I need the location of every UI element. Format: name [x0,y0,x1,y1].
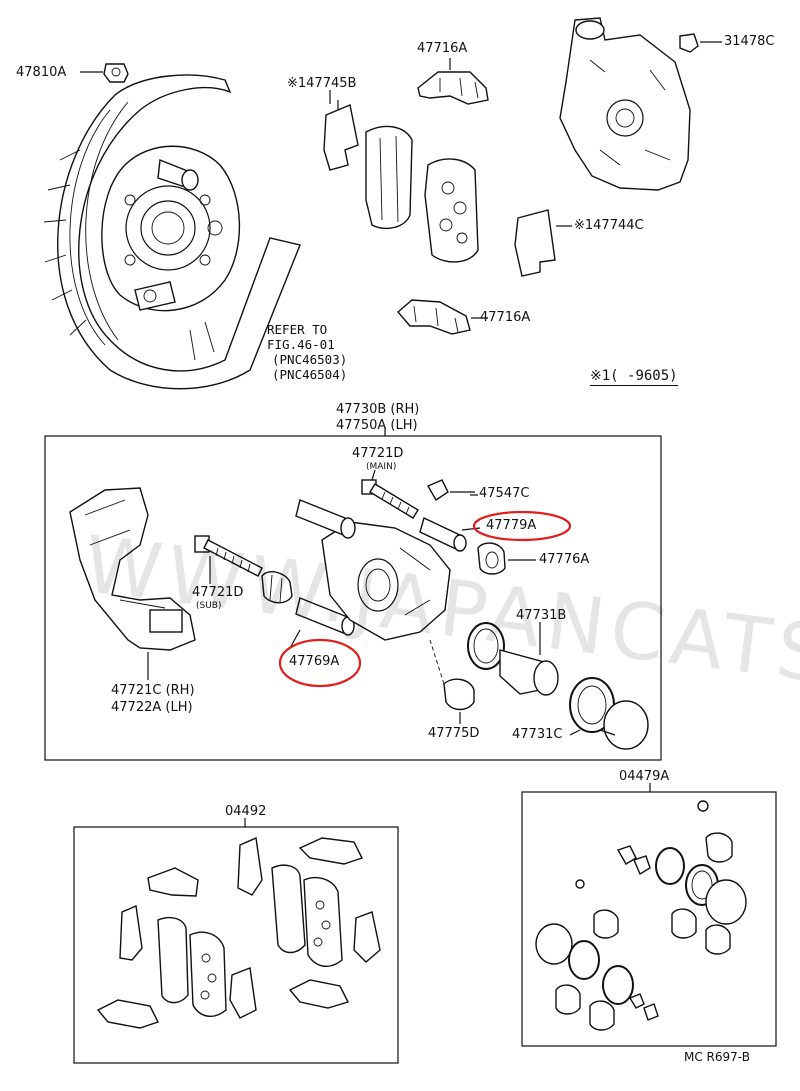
caliper-housing [559,17,691,191]
backing-plate [101,145,241,312]
dust-cover-plate [43,74,301,390]
seal-kit-parts [535,800,747,1031]
slide-pin-47769A [295,597,355,636]
label-04492[interactable]: 04492 [225,804,267,819]
label-47716A-mid[interactable]: 47716A [480,310,531,325]
label-31478C[interactable]: 31478C [724,34,775,49]
label-sub-note: (SUB) [196,601,222,611]
cylinder-boot-47731C [569,677,649,750]
label-147745B[interactable]: ※147745B [287,76,357,91]
refer-line-1: REFER TO [267,322,328,337]
label-47810A[interactable]: 47810A [16,65,67,80]
caliper-assembly-box [44,435,662,761]
mounting-bracket [69,487,196,680]
pad-support-plate-top [417,58,489,105]
refer-line-4: (PNC46504) [272,367,348,382]
anti-squeal-shim-147744C [514,209,572,277]
bleeder-plug-47547C [427,479,475,501]
refer-line-3: (PNC46503) [272,352,348,367]
label-04479A[interactable]: 04479A [619,769,670,784]
label-47721C[interactable]: 47721C (RH) [111,683,195,698]
slide-pin-47779A [419,517,467,552]
label-main-note: (MAIN) [366,462,397,472]
label-47721D-main[interactable]: 47721D [352,446,404,461]
label-47769A[interactable]: 47769A [289,654,340,669]
anti-squeal-shim-147745B [323,100,359,171]
label-47731C[interactable]: 47731C [512,727,563,742]
footnote-range: ※1( -9605) [590,368,678,386]
label-47547C[interactable]: 47547C [479,486,530,501]
label-47779A[interactable]: 47779A [486,518,537,533]
cylinder-seal-ring [467,622,505,670]
brake-pad-right [424,158,479,263]
label-47776A[interactable]: 47776A [539,552,590,567]
highlight-47779A [472,510,572,542]
label-47775D[interactable]: 47775D [428,726,480,741]
label-47731B[interactable]: 47731B [516,608,567,623]
cylinder-body [295,499,451,641]
pad-support-plate-bottom [397,299,471,335]
pad-kit-box [73,826,399,1064]
bleeder-cap-31478C [679,33,722,53]
label-47716A-top[interactable]: 47716A [417,41,468,56]
figure-reference: MC R697-B [684,1050,750,1064]
boot-left [261,571,293,604]
piston-47731B [499,622,559,696]
brake-pad-left [365,125,413,230]
label-47721D-sub[interactable]: 47721D [192,585,244,600]
label-47750A[interactable]: 47750A (LH) [336,418,418,433]
highlight-47769A [278,638,362,688]
label-47730B[interactable]: 47730B (RH) [336,402,420,417]
bushing-47776A [477,542,536,575]
refer-line-2[interactable]: FIG.46-01 [267,337,335,352]
label-147744C[interactable]: ※147744C [574,218,644,233]
guide-bolt-sub-47721D [194,535,263,584]
dust-boot-47775D [429,639,475,724]
label-47722A[interactable]: 47722A (LH) [111,700,193,715]
pad-kit-parts [96,836,381,1029]
guide-bolt-main-47721D [361,469,419,519]
seal-kit-box [521,791,777,1047]
bolt-47810A [80,63,129,83]
